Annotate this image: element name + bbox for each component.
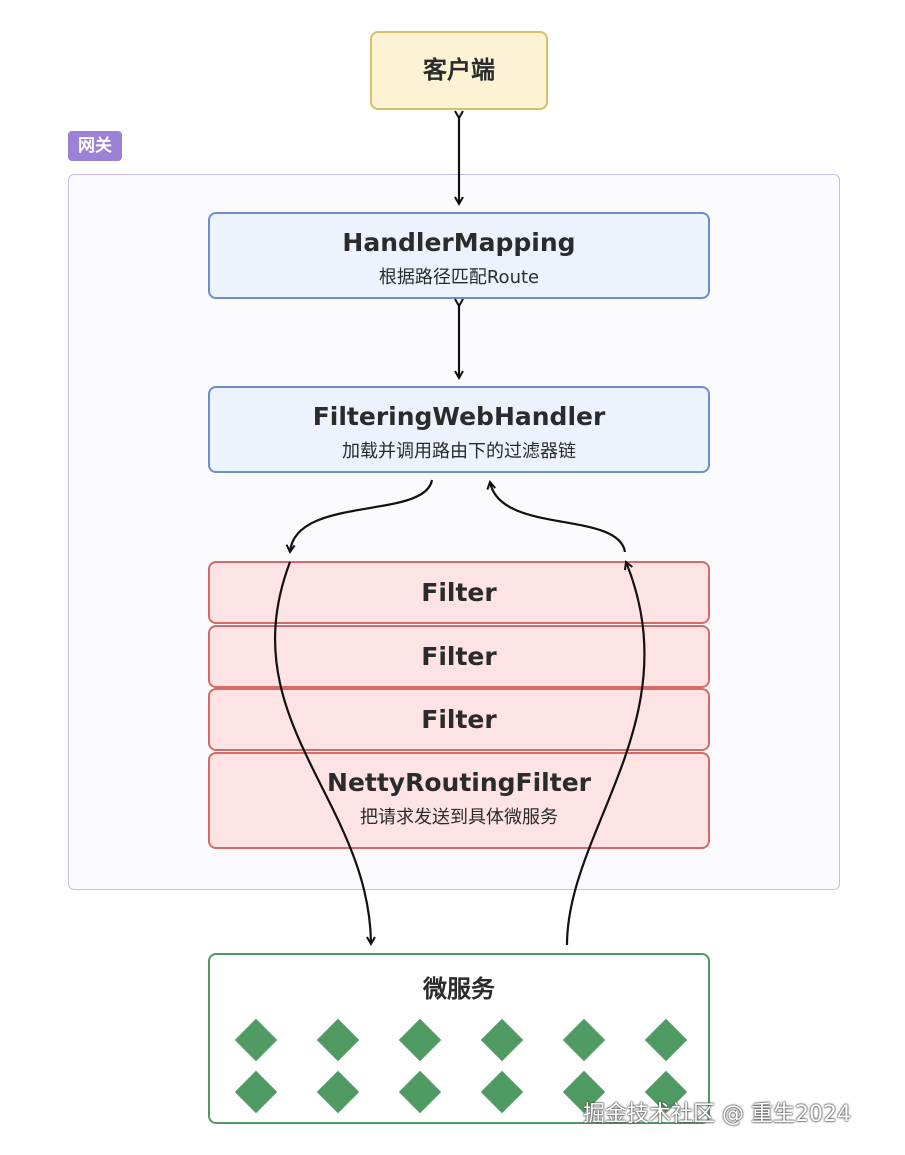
handler-mapping-node: HandlerMapping 根据路径匹配Route xyxy=(208,212,710,299)
handler-mapping-subtitle: 根据路径匹配Route xyxy=(378,267,540,288)
response-to-handler-arrow xyxy=(490,482,627,553)
request-into-filters-arrow xyxy=(290,479,434,552)
client-label: 客户端 xyxy=(423,56,495,84)
microservice-group: 微服务 xyxy=(208,953,710,1124)
response-from-service-arrow xyxy=(565,562,646,946)
request-to-service-arrow xyxy=(273,561,371,944)
netty-routing-filter-title: NettyRoutingFilter xyxy=(327,768,591,797)
filter-title: Filter xyxy=(421,642,497,671)
microservice-label: 微服务 xyxy=(423,975,495,1003)
gateway-tag: 网关 xyxy=(68,131,122,161)
filter-title: Filter xyxy=(421,705,497,734)
watermark: 掘金技术社区 @ 重生2024 xyxy=(583,1102,851,1127)
filtering-web-handler-subtitle: 加载并调用路由下的过滤器链 xyxy=(342,441,576,462)
handler-mapping-title: HandlerMapping xyxy=(342,228,576,257)
filtering-web-handler-title: FilteringWebHandler xyxy=(312,402,606,431)
filter-title: Filter xyxy=(421,578,497,607)
filtering-web-handler-node: FilteringWebHandler 加载并调用路由下的过滤器链 xyxy=(208,386,710,473)
netty-routing-filter-node: NettyRoutingFilter 把请求发送到具体微服务 xyxy=(208,752,710,849)
client-node: 客户端 xyxy=(370,31,548,110)
filter-node-2: Filter xyxy=(208,625,710,688)
netty-routing-filter-subtitle: 把请求发送到具体微服务 xyxy=(360,807,558,828)
filter-node-1: Filter xyxy=(208,561,710,624)
